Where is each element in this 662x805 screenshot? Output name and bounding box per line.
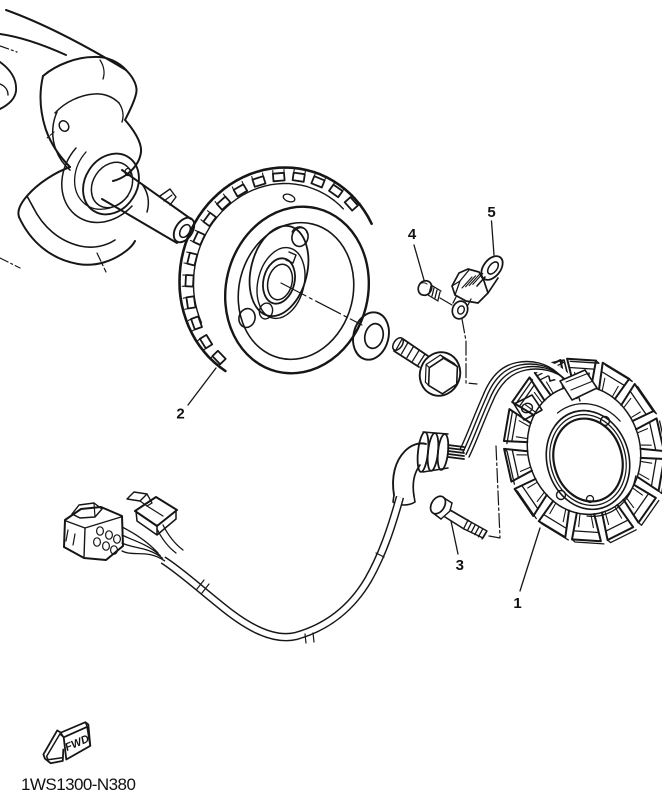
svg-text:1: 1: [513, 595, 521, 612]
svg-text:5: 5: [487, 204, 495, 221]
svg-text:3: 3: [456, 557, 464, 574]
svg-text:4: 4: [408, 226, 417, 243]
svg-text:1WS1300-N380: 1WS1300-N380: [21, 775, 135, 794]
svg-text:2: 2: [176, 406, 184, 423]
